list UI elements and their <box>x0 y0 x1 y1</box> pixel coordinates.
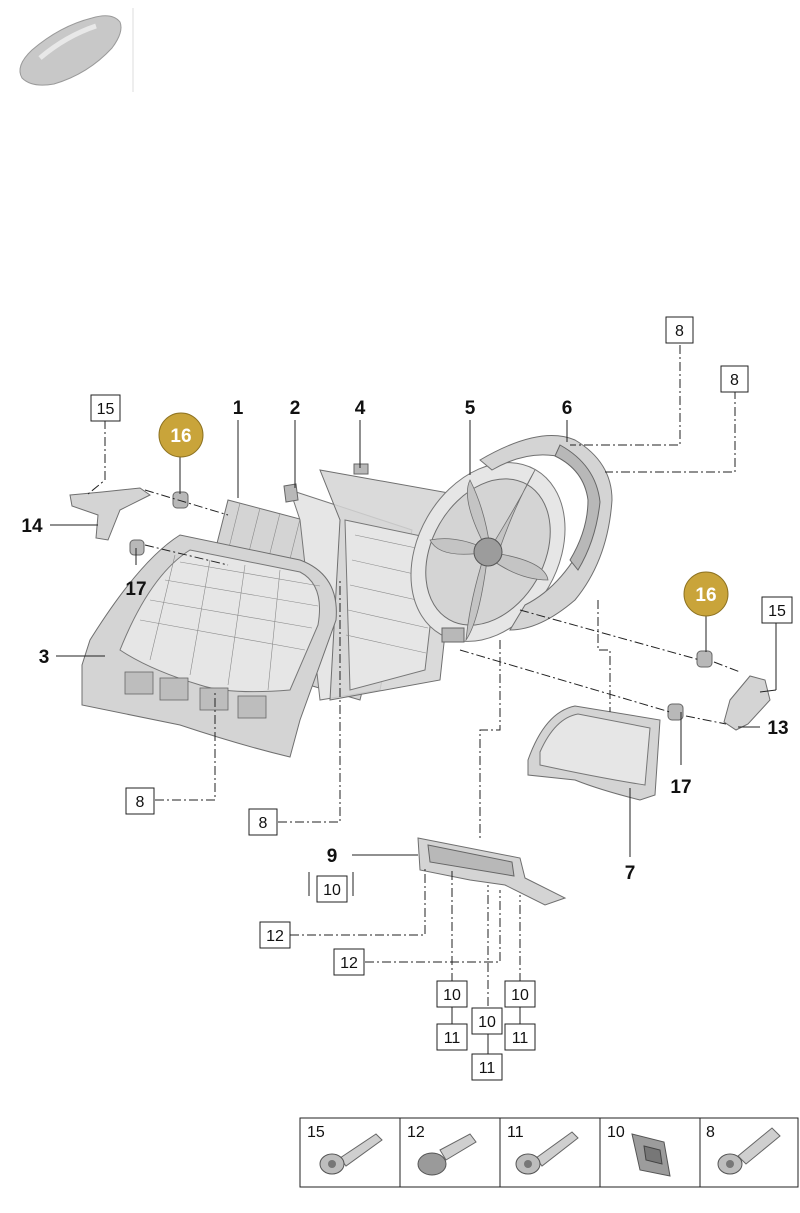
callout-4: 4 <box>355 398 366 419</box>
rubber-mount-17-left[interactable] <box>129 539 145 556</box>
box-11-a: 11 <box>444 1030 461 1047</box>
fastener-legend: 15 12 11 10 8 <box>299 1117 799 1188</box>
bracket-9-group <box>308 872 354 896</box>
callout-3: 3 <box>39 647 50 668</box>
leader-lines <box>50 420 777 857</box>
dash-dot-lines <box>87 345 741 1054</box>
expansion-rivet-12-icon <box>417 1133 477 1176</box>
callout-9: 9 <box>327 846 338 867</box>
callout-2: 2 <box>290 398 301 419</box>
callout-1: 1 <box>233 398 244 419</box>
box-8-mid: 8 <box>259 815 268 832</box>
box-12-b: 12 <box>340 955 358 972</box>
screw-11-icon <box>515 1131 579 1175</box>
rubber-mount-16-left[interactable] <box>172 491 189 509</box>
legend-label-15: 15 <box>307 1124 325 1141</box>
legend-label-10: 10 <box>607 1124 625 1141</box>
bracket-part[interactable] <box>417 837 567 906</box>
highlight-16-left[interactable]: 16 <box>158 412 204 458</box>
clip-nut-10-icon <box>631 1133 671 1177</box>
callout-17-left: 17 <box>125 579 146 600</box>
box-8-top1: 8 <box>675 323 684 340</box>
callout-17-right: 17 <box>670 777 691 798</box>
radiator-fan-part[interactable] <box>380 435 596 670</box>
box-11-c: 11 <box>512 1030 529 1047</box>
right-mount-part[interactable] <box>723 675 771 731</box>
rubber-mount-16-right[interactable] <box>696 650 713 668</box>
left-mount-part[interactable] <box>69 487 151 541</box>
highlight-16-left-label: 16 <box>170 426 191 447</box>
boxed-callouts <box>90 316 793 1081</box>
box-10-b: 10 <box>478 1014 496 1031</box>
box-10-c: 10 <box>511 987 529 1004</box>
callout-7: 7 <box>625 863 636 884</box>
rubber-mount-17-right[interactable] <box>667 703 684 721</box>
fan-shroud-part[interactable] <box>479 435 613 631</box>
legend-label-11: 11 <box>507 1124 524 1141</box>
box-10-a: 10 <box>443 987 461 1004</box>
box-15-right: 15 <box>768 603 786 620</box>
box-8-top2: 8 <box>730 372 739 389</box>
screw-8-icon <box>717 1127 781 1175</box>
callout-13: 13 <box>767 718 788 739</box>
highlight-16-right-label: 16 <box>695 585 716 606</box>
box-8-left: 8 <box>136 794 145 811</box>
legend-label-8: 8 <box>706 1124 715 1141</box>
callout-14: 14 <box>21 516 43 537</box>
legend-label-12: 12 <box>407 1124 425 1141</box>
car-thumbnail-icon[interactable] <box>19 15 122 86</box>
box-12-a: 12 <box>266 928 284 945</box>
air-duct-part[interactable] <box>81 534 337 758</box>
box-10-nine: 10 <box>323 882 341 899</box>
lower-air-guide-part[interactable] <box>527 705 661 801</box>
callout-5: 5 <box>465 398 476 419</box>
box-15-left: 15 <box>97 401 115 418</box>
highlight-16-right[interactable]: 16 <box>683 571 729 617</box>
callout-6: 6 <box>562 398 573 419</box>
box-11-b: 11 <box>479 1060 496 1077</box>
screw-15-icon <box>319 1133 383 1175</box>
